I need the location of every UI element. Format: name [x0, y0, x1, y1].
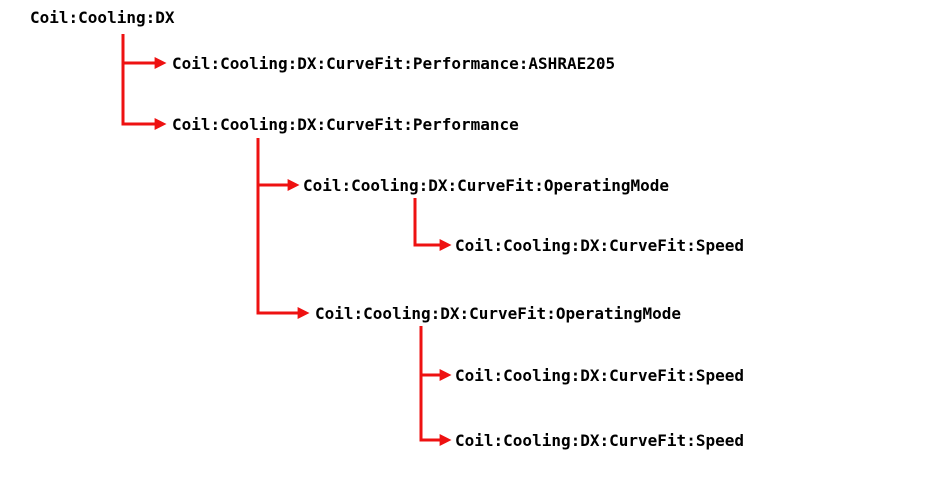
node-curvefit-speed-3: Coil:Cooling:DX:CurveFit:Speed: [455, 431, 744, 450]
connector-performance-to-operatingmode-2: [256, 138, 310, 319]
node-curvefit-operatingmode-1: Coil:Cooling:DX:CurveFit:OperatingMode: [303, 176, 670, 195]
connector-root-to-ashrae205: [121, 34, 167, 69]
connector-operatingmode2-to-speed-3: [419, 326, 452, 446]
node-curvefit-speed-1: Coil:Cooling:DX:CurveFit:Speed: [455, 236, 744, 255]
node-curvefit-performance: Coil:Cooling:DX:CurveFit:Performance: [172, 115, 519, 134]
node-coil-cooling-dx: Coil:Cooling:DX: [30, 8, 175, 27]
connector-root-to-performance: [121, 34, 167, 130]
connector-operatingmode1-to-speed-1: [413, 198, 452, 251]
connector-performance-to-operatingmode-1: [256, 138, 300, 191]
node-curvefit-operatingmode-2: Coil:Cooling:DX:CurveFit:OperatingMode: [315, 304, 682, 323]
node-curvefit-speed-2: Coil:Cooling:DX:CurveFit:Speed: [455, 366, 744, 385]
node-curvefit-performance-ashrae205: Coil:Cooling:DX:CurveFit:Performance:ASH…: [172, 54, 616, 73]
connector-operatingmode2-to-speed-2: [419, 326, 452, 381]
